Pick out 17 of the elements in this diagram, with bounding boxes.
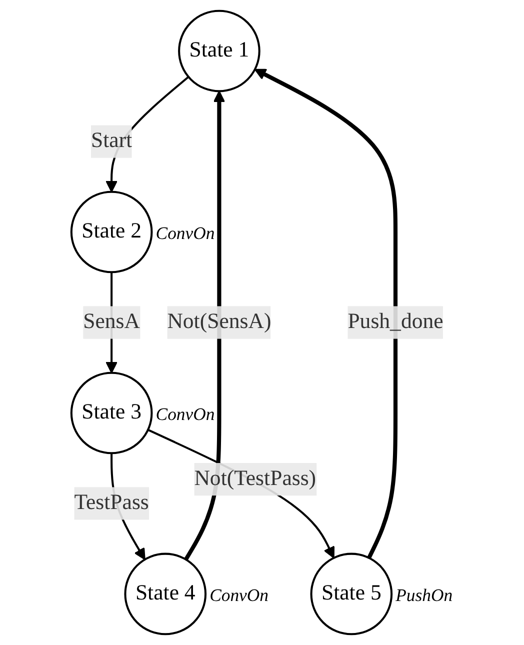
node-circle: State 1 (178, 10, 260, 92)
arrow (148, 428, 335, 558)
edge-label: Push_done (348, 310, 444, 334)
node-circle: State 4 (124, 552, 207, 636)
output-label: ConvOn (156, 404, 215, 424)
output-label: ConvOn (210, 584, 269, 605)
edge-label: Not(SensA) (167, 310, 272, 334)
edge-label: Not(TestPass) (194, 467, 316, 490)
node-circle: State 3 (70, 372, 153, 454)
output-label: PushOn (396, 584, 453, 605)
node-circle: State 2 (70, 190, 153, 274)
edge-label: Start (91, 129, 132, 152)
edge-label: SensA (83, 310, 140, 334)
output-label: ConvOn (156, 222, 215, 243)
arrow (254, 68, 398, 559)
node-circle: State 5 (310, 552, 393, 636)
edge-label: TestPass (74, 491, 149, 514)
